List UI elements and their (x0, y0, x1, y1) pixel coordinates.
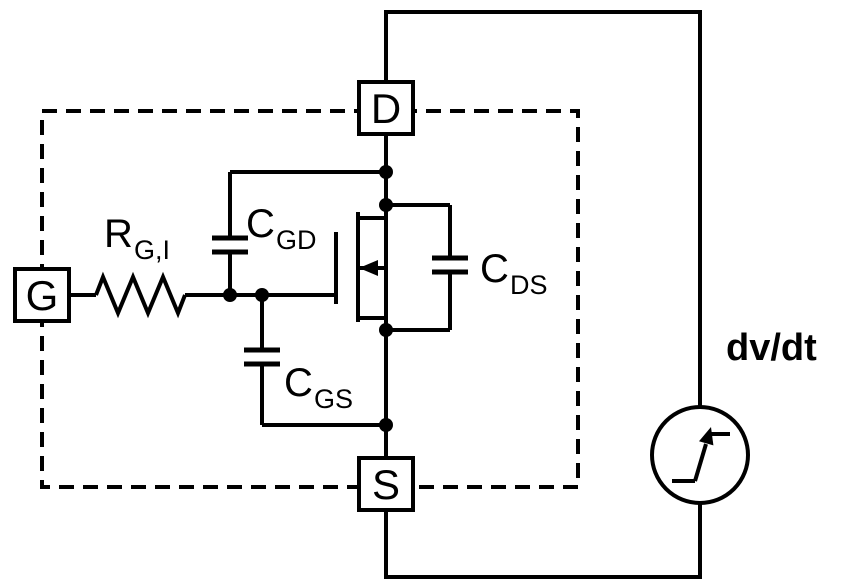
dvdt-step-arrowhead-icon (699, 427, 714, 446)
cgs-label: C (284, 361, 313, 405)
mosfet-body-arrow-icon (359, 260, 378, 276)
gate-resistor-label: R (104, 212, 133, 256)
junction-dot-cds-source (379, 323, 393, 337)
dvdt-source-circle (650, 405, 750, 505)
source-terminal-box (357, 456, 415, 512)
gate-terminal-box (13, 267, 71, 323)
junction-dot-cgd-drain (379, 165, 393, 179)
drain-terminal-box (357, 80, 415, 136)
wire-drain-to-dvdt-top (384, 10, 702, 407)
junction-dot-cgs-source (379, 418, 393, 432)
cgs-subscript: GS (314, 384, 353, 414)
junction-dot-cds-drain (379, 198, 393, 212)
junction-dot-gate-cgs (255, 288, 269, 302)
dvdt-step-rising-edge (693, 443, 708, 482)
cds-label: C (480, 247, 509, 291)
wire-dvdt-to-source-bottom (384, 503, 702, 579)
resistor-zigzag (94, 271, 187, 319)
cds-subscript: DS (510, 270, 548, 300)
source-terminal-label: S (372, 461, 400, 508)
drain-terminal-label: D (371, 85, 401, 132)
dvdt-source-label: dv/dt (726, 327, 817, 369)
cgd-subscript: GD (276, 225, 317, 255)
gate-resistor-subscript: G,I (134, 235, 170, 265)
gate-terminal-label: G (26, 272, 59, 319)
junction-dot-gate-cgd (223, 288, 237, 302)
cgd-label: C (246, 202, 275, 246)
